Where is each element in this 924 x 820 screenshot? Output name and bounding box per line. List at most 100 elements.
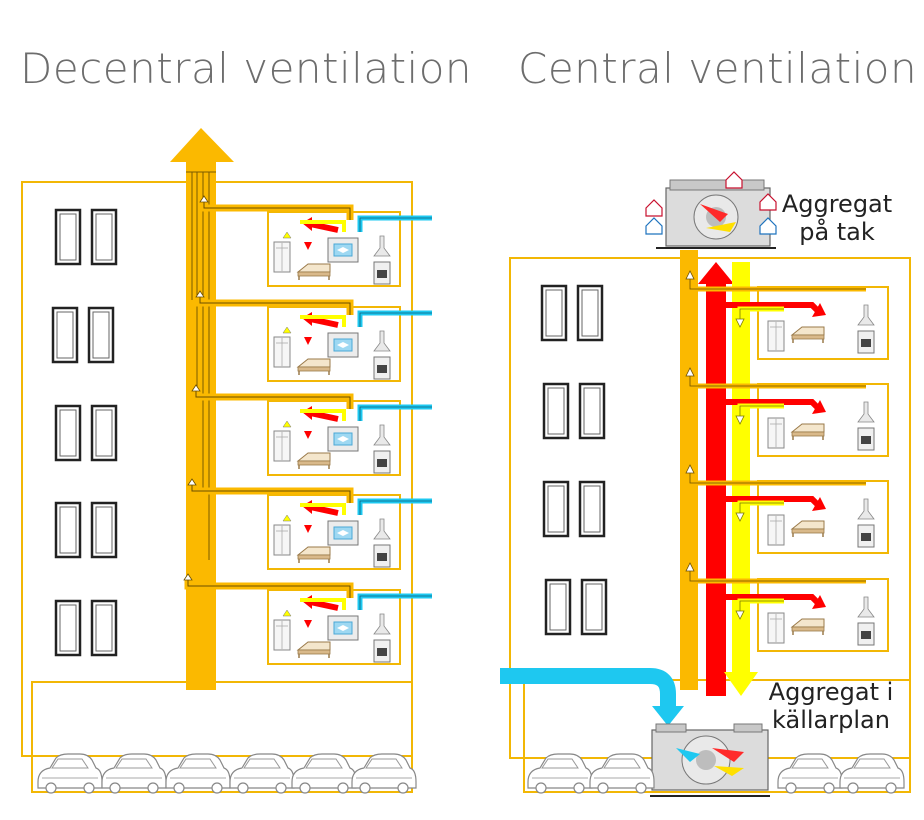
house-icon bbox=[645, 171, 777, 235]
outdoor-air-duct-line bbox=[359, 500, 432, 515]
apartment-unit bbox=[187, 478, 432, 570]
roof-ventilation-unit bbox=[645, 171, 777, 249]
apartment-unit bbox=[195, 290, 432, 382]
ventilation-unit-icon bbox=[327, 426, 359, 452]
shower-icon bbox=[273, 619, 291, 651]
ventilation-unit-icon bbox=[327, 237, 359, 263]
decentral-building bbox=[21, 128, 432, 794]
exhaust-duct-line bbox=[689, 277, 866, 290]
arrow-down-icon bbox=[735, 318, 745, 328]
central-building bbox=[500, 171, 911, 797]
parking-level bbox=[31, 681, 413, 793]
arrow-up-icon bbox=[685, 270, 695, 280]
supply-arrow-icon bbox=[812, 303, 826, 317]
arrow-down-icon bbox=[304, 431, 312, 439]
fresh-arrow-down-icon bbox=[724, 672, 758, 696]
shower-icon bbox=[273, 524, 291, 556]
arrow-up-icon bbox=[282, 231, 292, 239]
exhaust-shaft bbox=[186, 160, 216, 690]
exhaust-duct-line bbox=[191, 483, 351, 503]
shower-icon bbox=[273, 241, 291, 273]
shower-icon bbox=[273, 430, 291, 462]
fresh-shaft bbox=[732, 262, 750, 674]
cars-left bbox=[37, 753, 417, 794]
shower-icon bbox=[767, 417, 785, 449]
arrow-down-icon bbox=[735, 610, 745, 620]
supply-shaft bbox=[706, 282, 726, 696]
arrow-up-icon bbox=[685, 464, 695, 474]
central-floors bbox=[685, 270, 889, 652]
extract-duct bbox=[300, 315, 346, 327]
arrow-up-icon bbox=[195, 290, 205, 298]
decentral-floors bbox=[183, 195, 432, 665]
arrow-up-icon bbox=[282, 514, 292, 522]
apartment-unit bbox=[191, 384, 432, 476]
outdoor-air-duct bbox=[500, 668, 676, 708]
roof-unit-label: Aggregat på tak bbox=[780, 190, 894, 246]
roof-unit-label-line2: på tak bbox=[799, 218, 875, 246]
apartment-unit bbox=[685, 562, 889, 652]
supply-duct bbox=[309, 410, 339, 422]
windows-right bbox=[540, 284, 608, 636]
outdoor-air-duct-line bbox=[359, 595, 432, 610]
title-central: Central ventilation bbox=[518, 44, 918, 93]
extract-duct bbox=[300, 503, 346, 515]
apartment-unit bbox=[183, 573, 432, 665]
supply-duct bbox=[309, 504, 339, 516]
supply-duct bbox=[309, 316, 339, 328]
ventilation-unit-icon bbox=[327, 615, 359, 641]
arrow-down-icon bbox=[304, 620, 312, 628]
exhaust-duct-line bbox=[689, 471, 866, 484]
basement-unit-label: Aggregat i källarplan bbox=[768, 678, 894, 734]
arrow-up-icon bbox=[191, 384, 201, 392]
arrow-down-icon bbox=[304, 525, 312, 533]
arrow-down-icon bbox=[304, 337, 312, 345]
arrow-up-icon bbox=[187, 478, 197, 486]
arrow-down-icon bbox=[304, 242, 312, 250]
apartment-unit bbox=[685, 270, 889, 360]
basement-unit-label-line1: Aggregat i bbox=[768, 678, 894, 706]
supply-arrow-icon bbox=[812, 595, 826, 609]
arrow-up-icon bbox=[282, 609, 292, 617]
fresh-duct-line bbox=[739, 405, 784, 416]
title-decentral: Decentral ventilation bbox=[20, 44, 473, 93]
roof-unit-label-line1: Aggregat bbox=[781, 190, 893, 218]
arrow-up-icon bbox=[685, 367, 695, 377]
supply-arrow-icon bbox=[812, 400, 826, 414]
supply-arrow-up-icon bbox=[698, 262, 734, 284]
apartment-unit bbox=[199, 195, 432, 287]
exhaust-duct-line bbox=[689, 374, 866, 387]
supply-duct bbox=[309, 599, 339, 611]
ventilation-unit-icon bbox=[327, 332, 359, 358]
shower-icon bbox=[273, 336, 291, 368]
shower-icon bbox=[767, 514, 785, 546]
exhaust-duct-line bbox=[195, 389, 351, 409]
exhaust-duct-line bbox=[199, 295, 351, 315]
extract-duct bbox=[300, 220, 346, 232]
fresh-duct-line bbox=[739, 600, 784, 611]
arrow-up-icon bbox=[199, 195, 209, 203]
basement-unit-label-line2: källarplan bbox=[772, 706, 890, 734]
outdoor-air-duct-line bbox=[359, 312, 432, 327]
outdoor-air-duct-line bbox=[359, 406, 432, 421]
arrow-up-icon bbox=[282, 420, 292, 428]
outdoor-air-arrow-icon bbox=[652, 706, 684, 726]
exhaust-duct-line bbox=[187, 578, 351, 598]
apartment-unit bbox=[685, 367, 889, 457]
basement-ventilation-unit bbox=[650, 723, 770, 797]
arrow-down-icon bbox=[735, 512, 745, 522]
arrow-up-icon bbox=[183, 573, 193, 581]
arrow-up-icon bbox=[282, 326, 292, 334]
arrow-up-icon bbox=[685, 562, 695, 572]
supply-arrow-icon bbox=[812, 497, 826, 511]
fresh-duct-line bbox=[739, 502, 784, 513]
shower-icon bbox=[767, 320, 785, 352]
exhaust-duct-line bbox=[203, 200, 351, 220]
outdoor-air-duct-line bbox=[359, 217, 432, 232]
extract-duct bbox=[300, 598, 346, 610]
extract-duct bbox=[300, 409, 346, 421]
exhaust-duct-line bbox=[689, 569, 866, 582]
ventilation-unit-icon bbox=[327, 520, 359, 546]
supply-duct bbox=[309, 221, 339, 233]
